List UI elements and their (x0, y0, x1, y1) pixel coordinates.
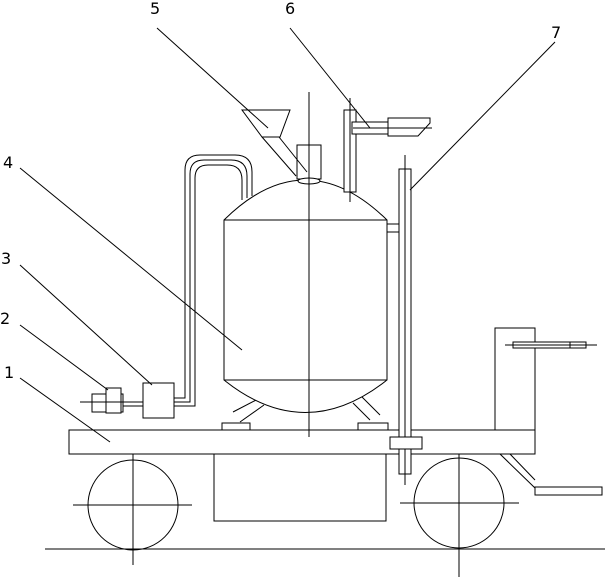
label-4: 4 (3, 153, 13, 172)
label-1: 1 (4, 363, 14, 382)
label-7: 7 (551, 23, 561, 42)
push-handle (494, 327, 603, 496)
label-3: 3 (1, 249, 11, 268)
label-5: 5 (150, 0, 160, 18)
label-2: 2 (0, 309, 10, 328)
lifting-column (386, 155, 423, 485)
battery-box (213, 452, 387, 522)
inlet-pipe (343, 98, 432, 202)
right-wheel (400, 443, 519, 577)
feed-hopper (241, 109, 308, 177)
label-6: 6 (285, 0, 295, 18)
left-wheel (73, 445, 192, 565)
mixing-tank (223, 179, 388, 413)
cart-platform (68, 429, 536, 455)
pump (142, 382, 175, 419)
pump-motor (80, 387, 143, 414)
transfer-pipe (172, 154, 253, 407)
leader-lines (19, 27, 556, 443)
